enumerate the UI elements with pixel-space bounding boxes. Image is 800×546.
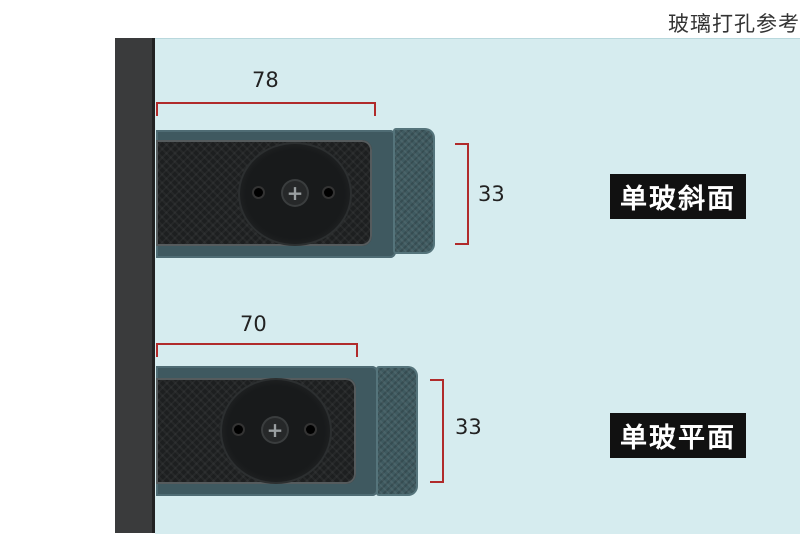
top-handle-cap [393, 128, 435, 254]
top-handle-disk: + [240, 144, 350, 244]
bottom-height-bracket [430, 379, 444, 483]
bottom-disk-hole-right [306, 425, 315, 434]
bottom-width-bracket [156, 343, 358, 357]
top-disk-hole-left [254, 188, 263, 197]
top-height-dimension: 33 [478, 182, 505, 206]
bottom-screw-icon: + [263, 418, 287, 442]
top-disk-hole-right [324, 188, 333, 197]
bottom-variant-label: 单玻平面 [610, 413, 746, 458]
top-width-dimension: 78 [252, 68, 279, 92]
page-title: 玻璃打孔参考 [668, 12, 800, 36]
bottom-height-dimension: 33 [455, 415, 482, 439]
top-variant-label: 单玻斜面 [610, 174, 746, 219]
wall-edge [115, 38, 155, 533]
bottom-disk-hole-left [234, 425, 243, 434]
bottom-handle-cap [376, 366, 418, 496]
bottom-width-dimension: 70 [240, 312, 267, 336]
top-width-bracket [156, 102, 376, 116]
bottom-handle-disk: + [222, 380, 330, 482]
top-screw-icon: + [283, 181, 307, 205]
top-height-bracket [455, 143, 469, 245]
